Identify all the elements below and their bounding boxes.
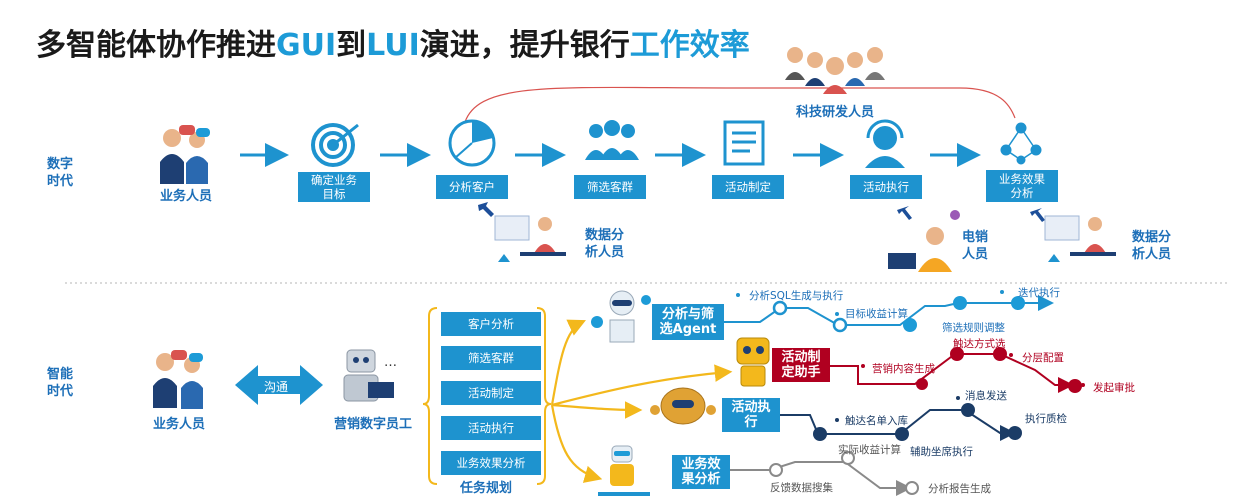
intelligent-era-label: 智能 时代 [46,367,73,399]
pie-chart-icon [448,119,496,167]
title-text-1: 多智能体协作推进 [36,28,276,63]
flow-planning-approval: 发起审批 [1093,382,1135,394]
business-person-icon-2 [153,350,203,409]
data-analyst-icon-2 [1044,215,1116,262]
communicate-arrow [235,365,323,405]
execution-robot-icon [650,387,716,425]
effect-robot-icon [598,445,650,496]
agent-bg-analysis [652,304,724,340]
feedback-arc [464,86,1016,123]
flow-analysis-target-revenue: 目标收益计算 [845,308,908,320]
flow-planning-tier: 分层配置 [1022,352,1064,364]
agent-analysis-label: 分析与筛 选Agent [659,307,717,337]
flow-analysis-sql: 分析SQL生成与执行 [749,290,844,302]
flow-effect-feedback: 反馈数据搜集 [770,482,833,494]
headset-agent-icon [865,119,905,168]
flow-planning-channel: 触达方式选 [953,338,1006,350]
flow-execution-message: 消息发送 [965,390,1007,402]
flow-effect-report: 分析报告生成 [928,483,991,495]
planning-robot-icon [736,337,770,387]
telemarketer-icon [888,210,960,272]
analysis-robot-icon [591,290,651,343]
data-analyst-icon-1 [494,215,566,262]
task-filter-group: 筛选客群 [441,346,541,370]
title-highlight: 工作效率 [629,28,750,63]
task-customer-analysis: 客户分析 [441,312,541,336]
data-analyst-label-1: 数据分 析人员 [585,228,625,260]
intelligent-business-person-label: 业务人员 [153,417,206,432]
step-campaign-execute: 活动执行 [850,175,922,199]
step-define-goal: 确定业务 目标 [298,172,370,202]
robot-employee-icon [343,349,394,402]
group-icon [585,120,639,160]
flow-execution-list: 触达名单入库 [845,415,908,427]
dispatch-arrows [550,319,733,483]
step-campaign-plan: 活动制定 [712,175,784,199]
digital-employee-label: 营销数字员工 [334,417,413,432]
agent-bg-effect [672,455,730,489]
flow-effect-revenue: 实际收益计算 [838,444,901,456]
title-text-2: 到 [336,28,367,63]
data-analyst-label-2: 数据分 析人员 [1132,230,1172,262]
agent-bg-planning [772,348,830,382]
planning-flow [830,347,1085,393]
task-bracket-left [422,307,438,485]
task-bracket-right [536,307,552,485]
task-campaign-execute: 活动执行 [441,416,541,440]
helper-pointers [478,202,1045,222]
title-gui: GUI [276,28,337,63]
flow-execution-agent-assist: 辅助坐席执行 [910,446,973,458]
network-people-icon [1000,122,1042,165]
business-person-icon [160,125,210,184]
task-campaign-plan: 活动制定 [441,381,541,405]
communicate-label: 沟通 [264,380,289,394]
flow-planning-content: 营销内容生成 [872,363,935,375]
effect-flow [730,451,919,496]
flow-analysis-iterate: 迭代执行 [1018,287,1060,299]
analysis-flow [724,290,1054,333]
telemarketer-label: 电销 人员 [962,230,989,262]
agent-planning-label: 活动制 定助手 [781,350,821,380]
agent-effect-label: 业务效 果分析 [681,457,721,487]
step-effect-analysis: 业务效果 分析 [986,170,1058,202]
title-text-3: 演进，提升银行 [419,28,630,63]
flow-analysis-rule-adjust: 筛选规则调整 [942,322,1005,334]
step-filter-group: 筛选客群 [574,175,646,199]
agent-bg-execution [722,398,780,432]
step-analyze-customer: 分析客户 [436,175,508,199]
ellipsis-text: … [384,355,397,370]
execution-flow [780,396,1022,441]
digital-business-person-label: 业务人员 [160,189,213,204]
document-icon [723,120,765,166]
page-title: 多智能体协作推进GUI到LUI演进，提升银行工作效率 [36,20,750,64]
agent-execution-label: 活动执 行 [731,400,771,430]
flow-execution-qa: 执行质检 [1025,413,1067,425]
title-lui: LUI [366,28,420,63]
task-effect-analysis: 业务效果分析 [441,451,541,475]
task-planning-label: 任务规划 [460,481,513,496]
tech-staff-icon [785,47,885,94]
digital-era-label: 数字 时代 [46,157,73,189]
target-icon [311,123,359,167]
tech-staff-label: 科技研发人员 [796,105,875,120]
